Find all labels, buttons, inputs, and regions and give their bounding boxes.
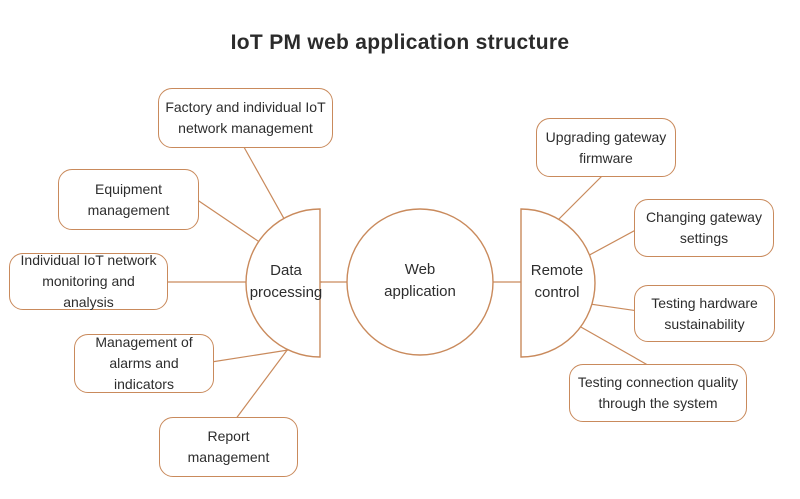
node-alarms-indicators-management: Management of alarms and indicators (74, 334, 214, 393)
node-upgrading-gateway-firmware: Upgrading gateway firmware (536, 118, 676, 177)
node-equipment-management: Equipment management (58, 169, 199, 230)
diagram-title: IoT PM web application structure (230, 31, 570, 54)
node-report-management: Report management (159, 417, 298, 477)
data-processing-halfcircle (245, 208, 321, 358)
data-processing-label: Data processing (249, 262, 323, 301)
remote-control-label: Remote control (530, 262, 584, 301)
web-application-label: Web application (384, 261, 456, 300)
node-network-monitoring-analysis: Individual IoT network monitoring and an… (9, 252, 168, 310)
web-application-circle (346, 208, 494, 356)
node-factory-network-management: Factory and individual IoT network manag… (158, 88, 333, 148)
node-changing-gateway-settings: Changing gateway settings (634, 199, 774, 257)
node-testing-connection-quality: Testing connection quality through the s… (569, 364, 747, 422)
remote-control-halfcircle (520, 208, 596, 358)
node-testing-hardware-sustainability: Testing hardware sustainability (634, 285, 775, 342)
